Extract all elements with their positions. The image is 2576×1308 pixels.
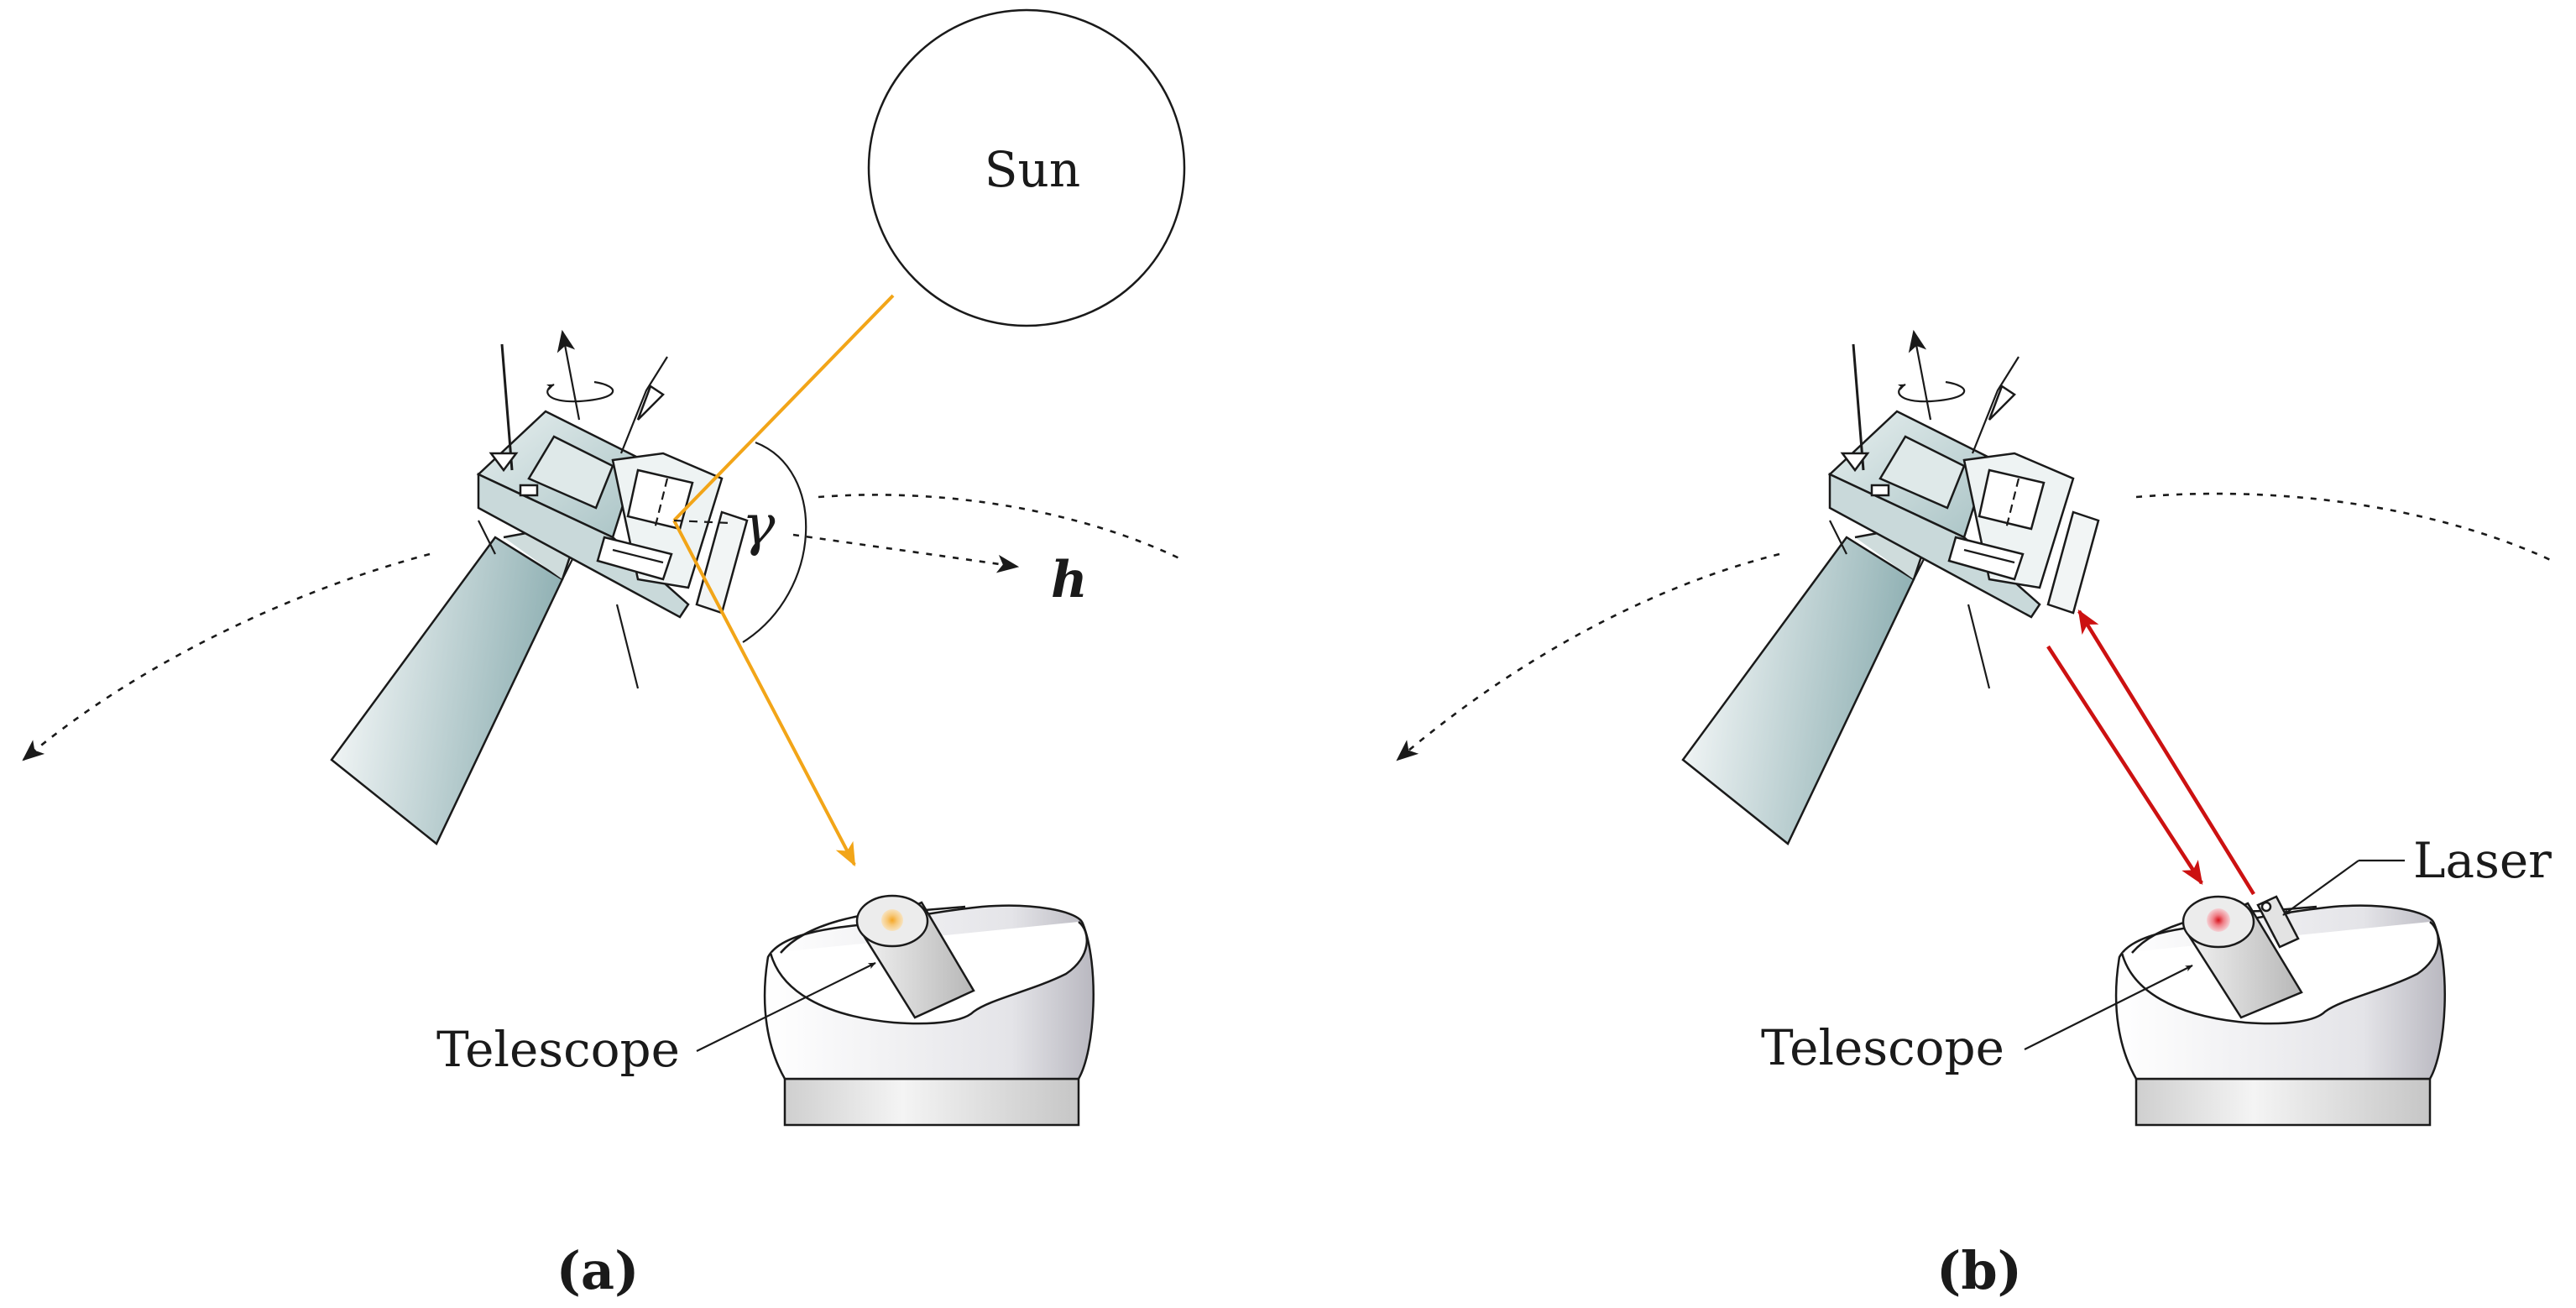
laser-beam-down — [2046, 645, 2203, 885]
satellite-b — [1683, 332, 2098, 844]
telescope-label-b: Telescope — [1761, 1019, 2004, 1076]
angle-gamma-label: γ — [742, 493, 776, 557]
caption-b: (b) — [1936, 1240, 2022, 1301]
panel-a: Sun γ h Telescope (a) — [22, 8, 1186, 1301]
angle-ref-line — [673, 519, 731, 525]
orbit-path-right-b — [2135, 492, 2557, 564]
h-direction-label: h — [1051, 551, 1088, 610]
sun-label: Sun — [985, 141, 1080, 198]
telescope-pointer-a — [696, 962, 876, 1052]
orbit-path-left — [22, 552, 431, 761]
h-direction-arrow — [792, 533, 1020, 573]
orbit-path-right — [818, 494, 1180, 560]
laser-pointer-tip — [2282, 860, 2359, 916]
panel-b: Telescope Laser (b) — [1396, 332, 2557, 1301]
telescope-a — [855, 894, 975, 1019]
orbit-path-left-b — [1396, 552, 1780, 761]
telescope-label-a: Telescope — [436, 1021, 680, 1078]
caption-a: (a) — [556, 1240, 640, 1301]
laser-beam-up — [2077, 610, 2255, 896]
sun-circle — [867, 8, 1186, 327]
angle-arc — [742, 441, 807, 643]
satellite-a — [332, 332, 747, 844]
telescope-pointer-b — [2024, 965, 2193, 1050]
sunlight-beam — [672, 294, 895, 867]
laser-label: Laser — [2413, 832, 2552, 889]
telescope-b — [2182, 895, 2303, 1019]
